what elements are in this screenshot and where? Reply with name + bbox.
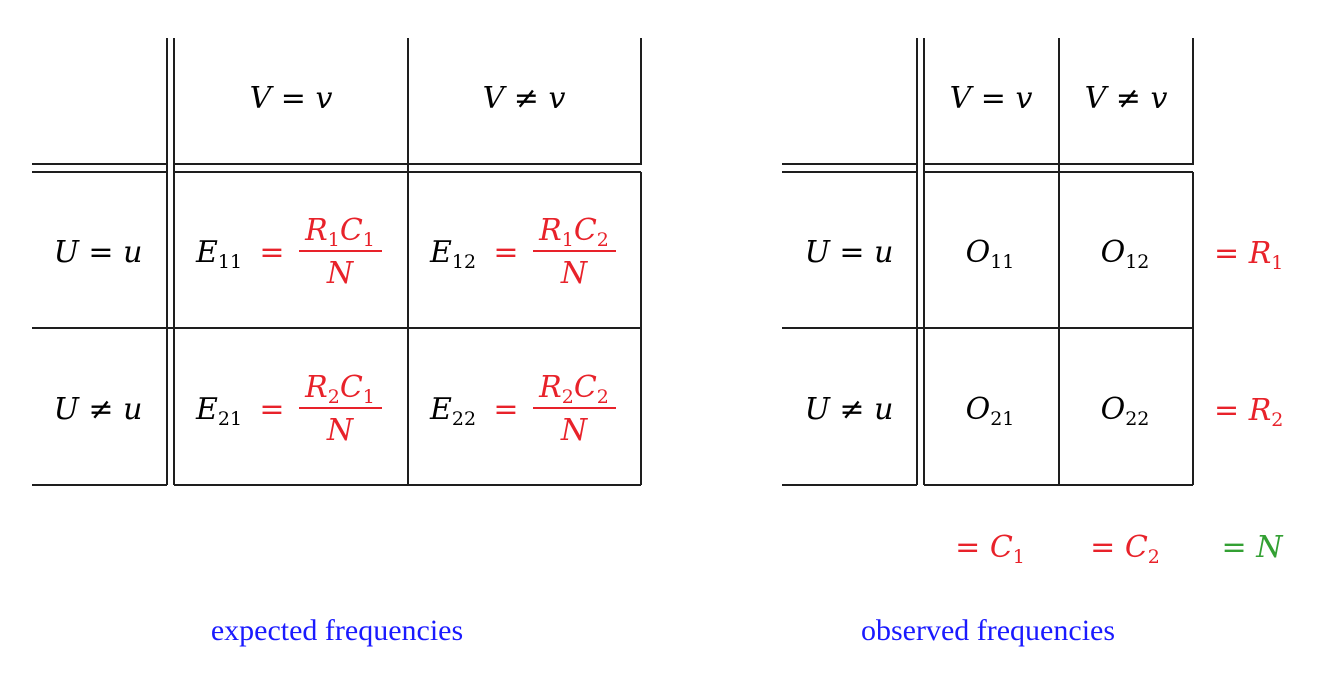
expected-cell-e11-numerator: R1C1 [304, 213, 375, 251]
expected-cell-e22-denominator: N [560, 413, 589, 448]
expected-cell-e21-equals: = [259, 392, 284, 427]
expected-cell-e12-variable: E12 [429, 235, 476, 273]
observed-cell-o21: O21 [966, 392, 1015, 430]
expected-cell-e11-denominator: N [326, 256, 355, 291]
observed-cell-o22: O22 [1101, 392, 1150, 430]
expected-cell-e11-variable: E11 [195, 235, 242, 273]
observed-cell-o11: O11 [966, 235, 1015, 273]
expected-cell-e12: E12 = R1C2 N [429, 213, 616, 291]
observed-col-header-v-equals: V = v [950, 81, 1033, 116]
expected-cell-e22: E22 = R2C2 N [429, 370, 616, 448]
observed-cell-o12: O12 [1101, 235, 1150, 273]
expected-cell-e11: E11 = R1C1 N [195, 213, 382, 291]
observed-col-total-c1: = C1 [955, 530, 1025, 568]
observed-grand-total-n: = N [1222, 530, 1285, 565]
expected-col-header-v-equals: V = v [250, 81, 333, 116]
observed-table-grid [782, 38, 1194, 486]
expected-table-grid [32, 38, 642, 486]
expected-cell-e21: E21 = R2C1 N [195, 370, 382, 448]
expected-cell-e22-equals: = [493, 392, 518, 427]
expected-cell-e11-equals: = [259, 235, 284, 270]
expected-cell-e12-denominator: N [560, 256, 589, 291]
expected-frequencies-caption: expected frequencies [211, 614, 463, 647]
expected-cell-e22-variable: E22 [429, 392, 476, 430]
expected-row-header-u-equals: U = u [54, 235, 143, 270]
observed-row-total-r1: = R1 [1214, 236, 1283, 274]
observed-frequencies-caption: observed frequencies [861, 614, 1115, 647]
expected-row-header-u-not-equals: U ≠ u [54, 392, 143, 427]
expected-cell-e21-numerator: R2C1 [304, 370, 375, 408]
observed-row-total-r2: = R2 [1214, 393, 1283, 431]
observed-row-header-u-not-equals: U ≠ u [805, 392, 894, 427]
expected-cell-e21-variable: E21 [195, 392, 242, 430]
expected-cell-e22-numerator: R2C2 [538, 370, 609, 408]
observed-row-header-u-equals: U = u [805, 235, 894, 270]
observed-col-header-v-not-equals: V ≠ v [1085, 81, 1168, 116]
observed-col-total-c2: = C2 [1090, 530, 1160, 568]
expected-col-header-v-not-equals: V ≠ v [483, 81, 566, 116]
expected-cell-e21-denominator: N [326, 413, 355, 448]
observed-frequencies-table: V = v V ≠ v U = u U ≠ u O11 O12 O21 O22 … [782, 38, 1284, 647]
expected-frequencies-table: V = v V ≠ v U = u U ≠ u E11 = R1C1 N E12… [32, 38, 642, 647]
expected-cell-e12-equals: = [493, 235, 518, 270]
expected-cell-e12-numerator: R1C2 [538, 213, 609, 251]
